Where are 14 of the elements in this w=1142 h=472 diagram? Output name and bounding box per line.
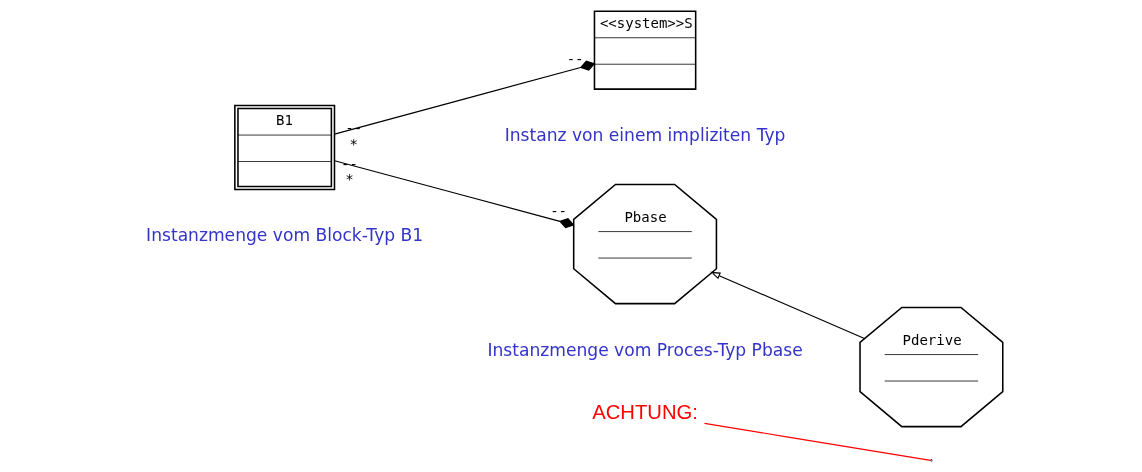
label: -- bbox=[345, 120, 363, 137]
arrow bbox=[710, 271, 865, 340]
label: -- bbox=[550, 202, 568, 219]
node-text: ACHTUNG: bbox=[592, 400, 698, 423]
connector bbox=[334, 160, 575, 229]
node-label: Instanzmenge vom Block-Typ B1 bbox=[146, 225, 424, 246]
node-label: Instanz von einem impliziten Typ bbox=[504, 124, 786, 145]
label: -- bbox=[566, 50, 584, 67]
connector bbox=[703, 422, 932, 461]
label: * bbox=[349, 135, 358, 152]
connector bbox=[334, 60, 596, 135]
node-label: Instanzmenge vom Proces-Typ Pbase bbox=[487, 339, 803, 360]
label: -- bbox=[341, 155, 358, 172]
label: * bbox=[345, 171, 354, 188]
